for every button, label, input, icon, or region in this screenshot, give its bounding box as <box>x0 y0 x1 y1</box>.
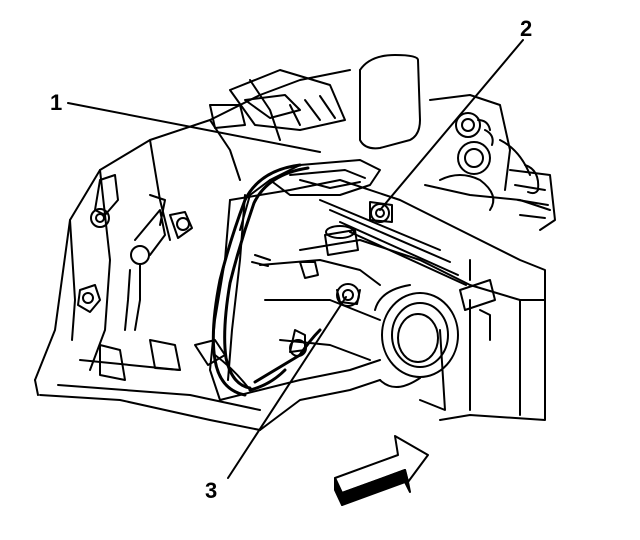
fastener-2 <box>369 201 393 223</box>
leader-3 <box>227 296 347 479</box>
right-components <box>424 94 556 231</box>
right-mount <box>459 259 496 341</box>
callout-1: 1 <box>50 90 62 115</box>
callout-2: 2 <box>520 16 532 41</box>
callout-3: 3 <box>205 478 217 503</box>
upper-duct <box>209 54 421 150</box>
housing-bosses <box>251 225 359 357</box>
front-direction-arrow <box>334 435 429 506</box>
cable-harness <box>211 163 322 397</box>
leader-1 <box>67 102 321 153</box>
heat-shield-bracket <box>239 159 381 231</box>
leader-lines <box>67 39 524 479</box>
fastener-3 <box>336 283 361 307</box>
left-linkage <box>77 174 251 391</box>
leader-2 <box>379 39 524 211</box>
output-flange <box>374 284 459 388</box>
